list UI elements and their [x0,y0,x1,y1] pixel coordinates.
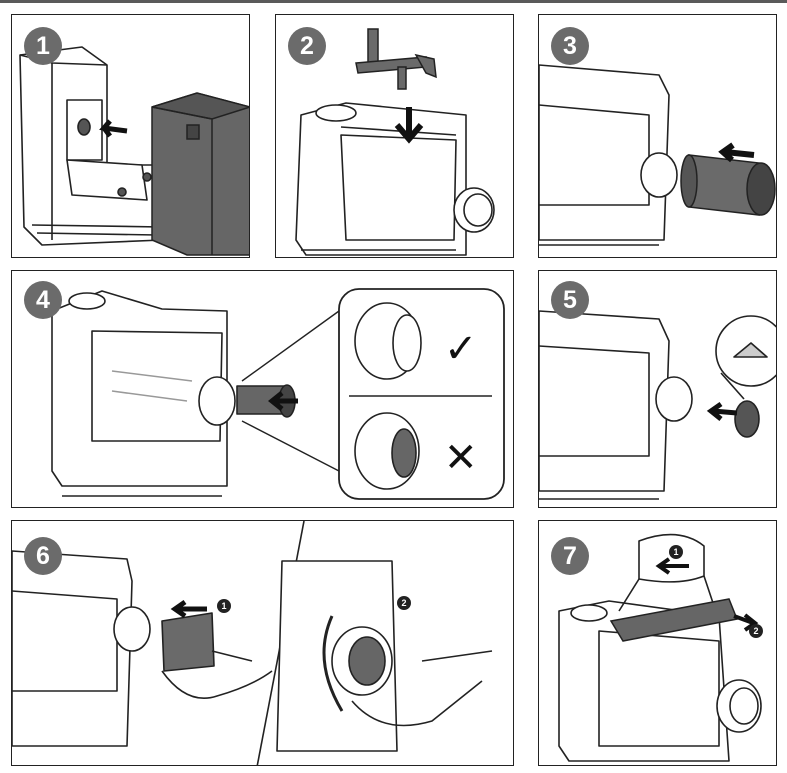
correct-check-mark: ✓ [444,326,478,372]
step-5-illustration [539,310,776,500]
step-3-illustration [539,64,776,246]
step-2-badge: 2 [288,27,326,65]
incorrect-x-mark: ✕ [444,435,478,481]
step-2-illustration [295,28,495,256]
step-6-substep-2-badge: 2 [397,596,411,610]
step-7-illustration [558,533,762,762]
step-7-substep-2-badge: 2 [749,624,763,638]
step-5-panel: 5 [538,270,777,508]
step-3-badge: 3 [551,27,589,65]
step-1-badge: 1 [24,27,62,65]
step-5-badge: 5 [551,281,589,319]
step-7-substep-1-badge: 1 [669,545,683,559]
step-2-panel: 2 [275,14,514,258]
step-6-panel: 6 1 2 [11,520,514,766]
step-1-panel: 1 [11,14,250,258]
step-6-illustration [12,521,493,765]
step-1-illustration [19,46,249,256]
step-4-panel: 4 ✓ ✕ [11,270,514,508]
step-6-substep-1-badge: 1 [217,599,231,613]
step-4-badge: 4 [24,281,62,319]
step-7-panel: 7 1 2 [538,520,777,766]
step-4-illustration [51,288,505,500]
top-rule [0,0,787,3]
step-7-badge: 7 [551,537,589,575]
step-3-panel: 3 [538,14,777,258]
step-6-badge: 6 [24,537,62,575]
